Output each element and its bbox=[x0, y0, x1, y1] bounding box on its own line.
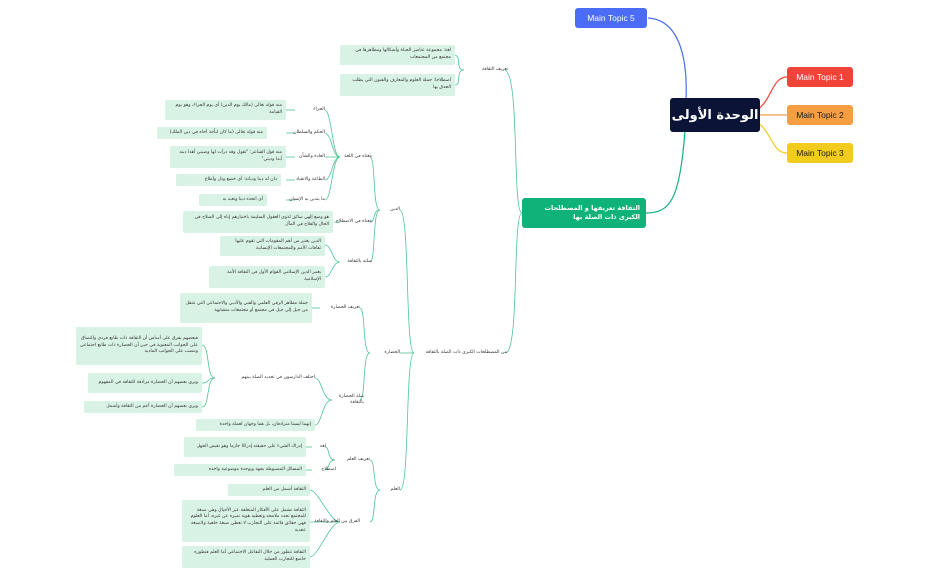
science-lang-val-text: إدراك الشيء على حقيقته إدراكا جازما وهو … bbox=[196, 443, 302, 449]
civilization-def-val[interactable]: جملة مظاهر الرقي العلمي والفني والأدبي و… bbox=[180, 293, 312, 323]
culture-def-term[interactable]: اصطلاحا: جملة العلوم والمعارف والفنون ال… bbox=[340, 74, 455, 96]
religion-lang-key-1-text: الحكم والسلطان bbox=[293, 130, 325, 136]
religion-lang-val-2[interactable]: منه قول الشاعر: "تقول وقد درأت لها وضيني… bbox=[170, 146, 286, 168]
civilization-def-val-text: جملة مظاهر الرقي العلمي والفني والأدبي و… bbox=[185, 301, 308, 313]
main-topic-2[interactable]: Main Topic 2 bbox=[787, 105, 853, 125]
religion-term-val[interactable]: هو وضع إلهي سائق لذوي العقول السليمة باخ… bbox=[183, 211, 333, 233]
religion-lang-key-0-text: الجزاء bbox=[313, 107, 325, 113]
civilization-def-topic[interactable]: تعريف الحضارة bbox=[320, 303, 360, 313]
link-branch bbox=[645, 129, 686, 214]
science-term-key-text: اصطلاح bbox=[321, 467, 336, 473]
link-mt1 bbox=[756, 76, 788, 111]
science-def-topic[interactable]: تعريف العلم bbox=[335, 455, 370, 465]
religion-lang-val-2-text: منه قول الشاعر: "تقول وقد درأت لها وضيني… bbox=[179, 150, 282, 162]
civilization-diff-item-2-text: ويرى بعضهم أن الحضارة أعم من الثقافة وأش… bbox=[106, 403, 198, 409]
culture-def-lang-text: لغة: مجموعة عناصر الحياة وأشكالها ومظاهر… bbox=[355, 48, 451, 60]
civilization-label: الحضارة bbox=[384, 350, 400, 356]
branch-culture-definition[interactable]: الثقافة تعريفها و المصطلحات الكبرى ذات ا… bbox=[522, 198, 646, 228]
branch-label: الثقافة تعريفها و المصطلحات الكبرى ذات ا… bbox=[544, 204, 640, 221]
civilization-note-text: إنهما ليستا مترادفان، بل هما وجهان لعملة… bbox=[219, 421, 311, 427]
science-diff-item-0[interactable]: الثقافة أشمل من العلم bbox=[228, 484, 310, 496]
science-def-label: تعريف العلم bbox=[347, 457, 370, 463]
root-topic[interactable]: الوحدة الأولى bbox=[670, 98, 760, 132]
science-label: العلم bbox=[390, 487, 400, 493]
religion-lang-key-1[interactable]: الحكم والسلطان bbox=[268, 128, 325, 138]
science-diff-item-0-text: الثقافة أشمل من العلم bbox=[262, 486, 306, 492]
religion-lang-key-0[interactable]: الجزاء bbox=[295, 105, 325, 115]
religion-lang-label: معناه في اللغة bbox=[344, 154, 372, 160]
science-term-key[interactable]: اصطلاح bbox=[308, 465, 336, 475]
religion-relation-topic[interactable]: صلته بالثقافة bbox=[340, 257, 372, 267]
religion-lang-val-4[interactable]: أي اتخذه دينا وتعبد به bbox=[199, 194, 267, 206]
main-topic-3[interactable]: Main Topic 3 bbox=[787, 143, 853, 163]
religion-relation-label: صلته بالثقافة bbox=[347, 259, 372, 265]
civilization-diff-item-1-text: ويرى بعضهم أن الحضارة مرادفة للثقافة في … bbox=[98, 379, 198, 385]
religion-label: الدين bbox=[390, 207, 400, 213]
civilization-relation-label: صلة الحضارة بالثقافة bbox=[339, 394, 364, 405]
science-diff-item-1[interactable]: الثقافة تشمل على الأفكار المتعلقة عبر ال… bbox=[182, 500, 310, 542]
civilization-diff-item-2[interactable]: ويرى بعضهم أن الحضارة أعم من الثقافة وأش… bbox=[84, 401, 202, 413]
science-lang-key[interactable]: لغة bbox=[312, 442, 326, 452]
religion-term-label: معناه في الاصطلاح bbox=[335, 219, 372, 225]
religion-lang-val-0-text: منه قوله تعالى (مالك يوم الدين) أي يوم ا… bbox=[175, 103, 282, 115]
culture-def-term-text: اصطلاحا: جملة العلوم والمعارف والفنون ال… bbox=[352, 78, 451, 90]
religion-lang-val-0[interactable]: منه قوله تعالى (مالك يوم الدين) أي يوم ا… bbox=[165, 100, 286, 120]
religion-term-topic[interactable]: معناه في الاصطلاح bbox=[334, 217, 372, 227]
religion-lang-key-4-text: ما يتدين به الإنسان bbox=[289, 197, 325, 203]
religion-lang-val-1-text: منه قوله تعالى (ما كان ليأخذ أخاه في دين… bbox=[169, 129, 263, 135]
religion-lang-key-3-text: الطاعة والانقياد bbox=[295, 177, 325, 183]
related-terms-topic[interactable]: من المصطلحات الكبرى ذات الصلة بالثقافة bbox=[412, 348, 507, 358]
link-mt5 bbox=[647, 17, 687, 116]
link-mt3 bbox=[756, 121, 788, 154]
science-diff-item-2-text: الثقافة تتطور من خلال التفاعل الاجتماعي … bbox=[194, 550, 306, 562]
religion-lang-val-1[interactable]: منه قوله تعالى (ما كان ليأخذ أخاه في دين… bbox=[157, 127, 267, 139]
science-lang-key-text: لغة bbox=[319, 444, 326, 450]
science-diff-item-1-text: الثقافة تشمل على الأفكار المتعلقة عبر ال… bbox=[190, 507, 306, 533]
religion-lang-val-4-text: أي اتخذه دينا وتعبد به bbox=[222, 196, 263, 202]
related-terms-label: من المصطلحات الكبرى ذات الصلة بالثقافة bbox=[425, 350, 507, 356]
science-term-val-text: المسائل المضبوطة بجهة ويوحدة موضوعية واح… bbox=[208, 466, 302, 472]
culture-def-label: تعريف الثقافة bbox=[482, 67, 508, 73]
religion-lang-val-3-text: دان له دينا وديانة: أي خضع وذل وأطاع bbox=[204, 176, 277, 182]
religion-lang-val-3[interactable]: دان له دينا وديانة: أي خضع وذل وأطاع bbox=[176, 174, 281, 186]
religion-relation-item-0-text: الدين يعتبر من أهم المقومات التي تقوم عل… bbox=[235, 239, 321, 251]
culture-def-topic[interactable]: تعريف الثقافة bbox=[464, 65, 508, 75]
main-topic-2-label: Main Topic 2 bbox=[796, 110, 844, 120]
religion-lang-key-2-text: العادة والشأن bbox=[299, 154, 325, 160]
civilization-diff-label: اختلف الدارسون في تحديد الصلة بينهم bbox=[241, 375, 316, 381]
science-diff-item-2[interactable]: الثقافة تتطور من خلال التفاعل الاجتماعي … bbox=[182, 546, 310, 568]
culture-def-lang[interactable]: لغة: مجموعة عناصر الحياة وأشكالها ومظاهر… bbox=[340, 45, 455, 65]
main-topic-5[interactable]: Main Topic 5 bbox=[575, 8, 647, 28]
civilization-note[interactable]: إنهما ليستا مترادفان، بل هما وجهان لعملة… bbox=[196, 419, 315, 431]
civilization-relation-topic[interactable]: صلة الحضارة بالثقافة bbox=[332, 394, 364, 405]
religion-lang-topic[interactable]: معناه في اللغة bbox=[340, 152, 372, 162]
main-topic-1-label: Main Topic 1 bbox=[796, 72, 844, 82]
civilization-diff-item-0[interactable]: فبعضهم يفرق على أساس أن الثقافة ذات طابع… bbox=[76, 327, 202, 365]
religion-lang-key-3[interactable]: الطاعة والانقياد bbox=[282, 175, 325, 185]
religion-relation-item-1-text: يعتبر الدين الإسلامي القوام الأول في الث… bbox=[227, 270, 321, 282]
science-term-val[interactable]: المسائل المضبوطة بجهة ويوحدة موضوعية واح… bbox=[174, 464, 306, 476]
main-topic-5-label: Main Topic 5 bbox=[587, 13, 635, 23]
science-lang-val[interactable]: إدراك الشيء على حقيقته إدراكا جازما وهو … bbox=[184, 437, 306, 457]
religion-term-val-text: هو وضع إلهي سائق لذوي العقول السليمة باخ… bbox=[194, 215, 329, 227]
main-topic-1[interactable]: Main Topic 1 bbox=[787, 67, 853, 87]
religion-lang-key-4[interactable]: ما يتدين به الإنسان bbox=[268, 195, 325, 205]
religion-lang-key-2[interactable]: العادة والشأن bbox=[287, 152, 325, 162]
science-topic[interactable]: العلم bbox=[380, 485, 400, 495]
civilization-def-label: تعريف الحضارة bbox=[330, 305, 360, 311]
civilization-diff-item-0-text: فبعضهم يفرق على أساس أن الثقافة ذات طابع… bbox=[80, 336, 198, 355]
science-diff-topic[interactable]: الفرق بين العلم والثقافة bbox=[310, 517, 360, 527]
religion-relation-item-1[interactable]: يعتبر الدين الإسلامي القوام الأول في الث… bbox=[209, 266, 325, 288]
root-label: الوحدة الأولى bbox=[671, 107, 759, 123]
religion-relation-item-0[interactable]: الدين يعتبر من أهم المقومات التي تقوم عل… bbox=[220, 236, 325, 256]
science-diff-label: الفرق بين العلم والثقافة bbox=[314, 519, 360, 525]
main-topic-3-label: Main Topic 3 bbox=[796, 148, 844, 158]
civilization-topic[interactable]: الحضارة bbox=[370, 348, 400, 358]
religion-topic[interactable]: الدين bbox=[380, 205, 400, 215]
civilization-diff-item-1[interactable]: ويرى بعضهم أن الحضارة مرادفة للثقافة في … bbox=[88, 373, 202, 393]
civilization-diff-topic[interactable]: اختلف الدارسون في تحديد الصلة بينهم bbox=[210, 373, 316, 383]
